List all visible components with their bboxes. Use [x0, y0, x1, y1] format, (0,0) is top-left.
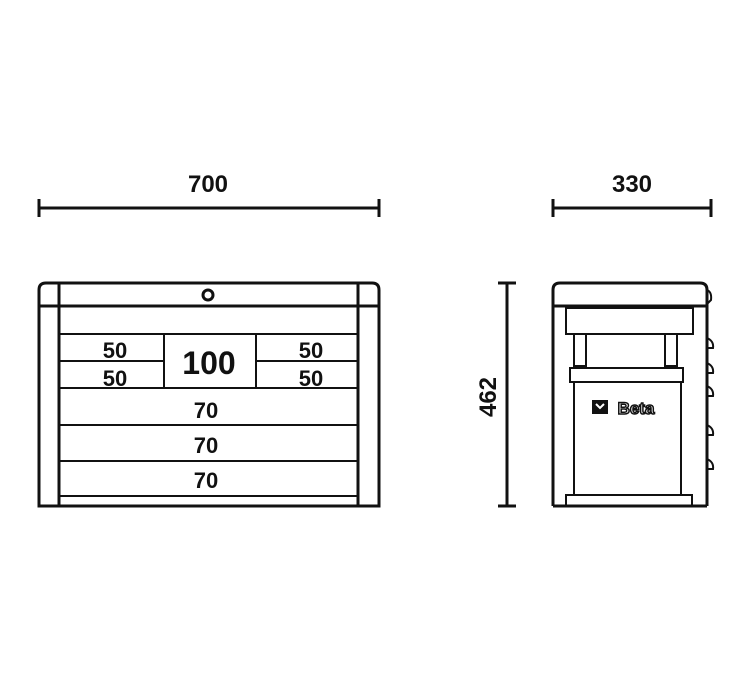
height-label: 462 [475, 377, 502, 417]
beta-logo: Beta [592, 398, 656, 419]
side-view: Beta [551, 281, 715, 508]
drawer-label: 100 [182, 345, 235, 381]
drawer-label: 50 [103, 366, 127, 391]
depth-label: 330 [612, 171, 652, 198]
brand-logo-text: Beta [618, 399, 655, 418]
drawer-label: 50 [299, 338, 323, 363]
lock-icon [201, 288, 215, 302]
drawer-label: 50 [299, 366, 323, 391]
drawer-label: 70 [194, 433, 218, 458]
drawer-label: 70 [194, 398, 218, 423]
drawer-handles [706, 337, 715, 470]
drawer-label: 50 [103, 338, 127, 363]
width-dimension: 700 [37, 171, 381, 217]
width-label: 700 [188, 171, 228, 198]
drawer-label: 70 [194, 468, 218, 493]
height-dimension: 462 [475, 281, 516, 508]
depth-dimension: 330 [551, 171, 713, 217]
front-view: 50 50 50 50 100 70 70 70 [37, 281, 381, 508]
